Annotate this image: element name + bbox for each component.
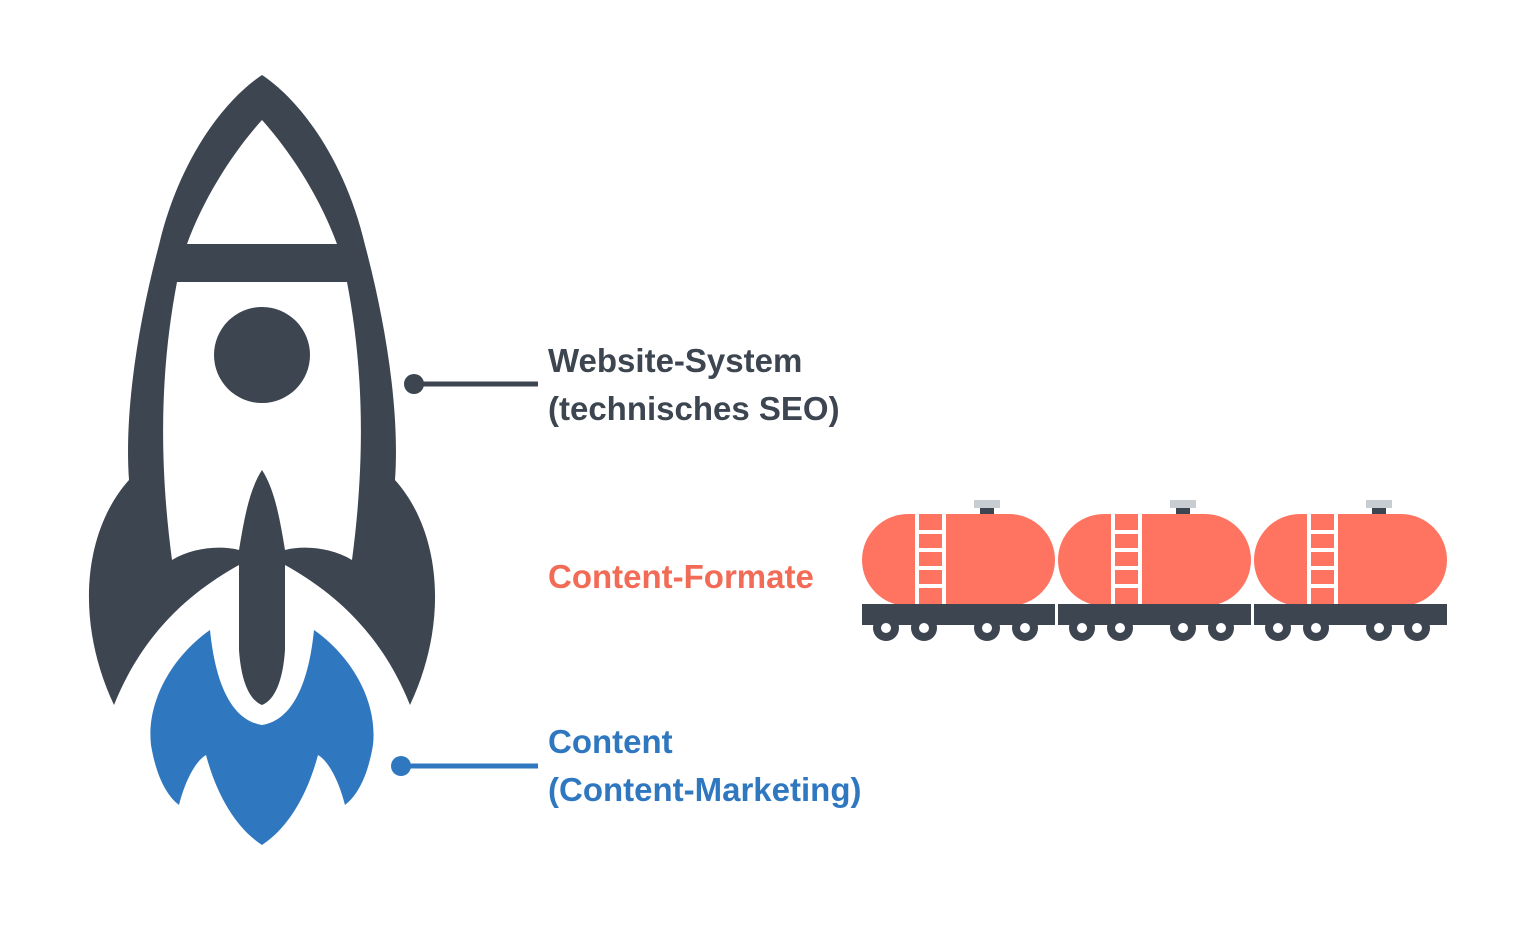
rocket-window (214, 307, 310, 403)
label-website-system-line1: Website-System (548, 342, 803, 379)
label-content: Content (Content-Marketing) (548, 718, 861, 814)
rocket-flame-icon (150, 630, 374, 845)
label-content-formats-line1: Content-Formate (548, 558, 814, 595)
tank-wagon-icon (1058, 500, 1251, 641)
label-website-system: Website-System (technisches SEO) (548, 337, 840, 433)
connector-website-system (404, 374, 538, 394)
connector-content (391, 756, 538, 776)
tank-wagon-icon (862, 500, 1055, 641)
tank-wagon-icon (1254, 500, 1447, 641)
label-content-line2: (Content-Marketing) (548, 771, 862, 808)
label-content-line1: Content (548, 723, 673, 760)
rocket-icon (88, 75, 436, 705)
tank-wagons (862, 500, 1447, 641)
label-website-system-line2: (technisches SEO) (548, 390, 840, 427)
rocket-body (88, 75, 436, 705)
label-content-formats: Content-Formate (548, 553, 814, 601)
